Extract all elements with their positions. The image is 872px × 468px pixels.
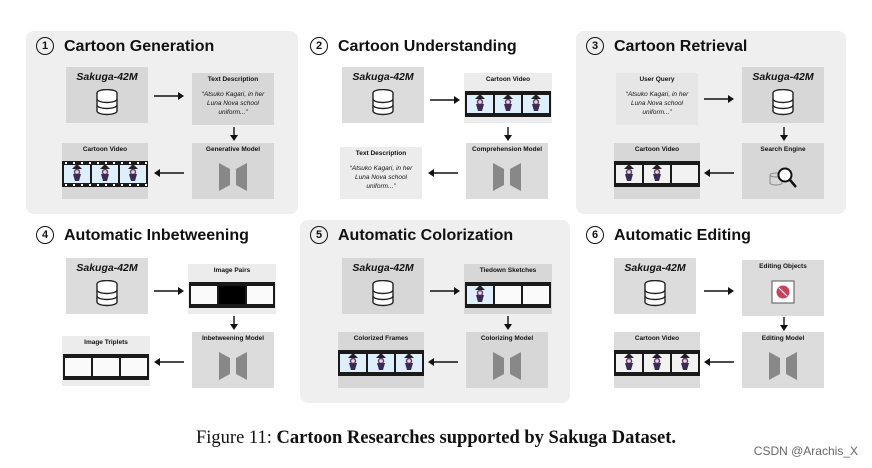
model-icon (219, 163, 247, 191)
image-triplets-box: Image Triplets (62, 336, 150, 386)
model-icon (493, 163, 521, 191)
arrow-down-icon (230, 127, 238, 141)
search-icon (769, 167, 797, 188)
editing-objects-box: Editing Objects (742, 260, 824, 316)
user-query-box: User Query “Atsuko Kagari, in her Luna N… (616, 73, 698, 125)
model-icon (769, 352, 797, 380)
cartoon-video-box: Cartoon Video (62, 143, 148, 199)
cartoon-video-box: Cartoon Video (464, 73, 552, 123)
dataset-box: Sakuga-42M (66, 258, 148, 314)
image-pairs-box: Image Pairs (188, 264, 276, 314)
cartoon-video-box: Cartoon Video (614, 143, 700, 199)
film-strip-icon (614, 350, 700, 376)
film-strip-icon (338, 350, 424, 376)
panel-number: 3 (586, 37, 604, 55)
generative-model-box: Generative Model (192, 143, 274, 199)
arrow-left-icon (154, 358, 184, 366)
arrow-down-icon (504, 316, 512, 330)
arrow-left-icon (704, 358, 734, 366)
database-icon (372, 280, 394, 307)
panel-number: 2 (310, 37, 328, 55)
database-icon (96, 280, 118, 307)
film-strip-icon (63, 354, 149, 380)
text-description-box: Text Description “Atsuko Kagari, in her … (340, 147, 422, 199)
panel-number: 4 (36, 226, 54, 244)
dataset-box: Sakuga-42M (742, 67, 824, 123)
arrow-right-icon (154, 92, 184, 100)
model-icon (219, 352, 247, 380)
arrow-right-icon (430, 287, 460, 295)
search-engine-box: Search Engine (742, 143, 824, 199)
arrow-right-icon (430, 96, 460, 104)
film-strip-icon (465, 282, 551, 308)
panel-number: 5 (310, 226, 328, 244)
inbetweening-model-box: Inbetweening Model (192, 332, 274, 388)
arrow-right-icon (704, 95, 734, 103)
film-strip-icon (465, 91, 551, 117)
film-strip-icon (614, 161, 700, 187)
database-icon (372, 89, 394, 116)
figure-caption: Figure 11: Cartoon Researches supported … (196, 428, 676, 448)
database-icon (772, 89, 794, 116)
dataset-box: Sakuga-42M (342, 258, 424, 314)
arrow-left-icon (428, 169, 458, 177)
arrow-down-icon (504, 127, 512, 141)
dataset-box: Sakuga-42M (614, 258, 696, 314)
colorized-frames-box: Colorized Frames (338, 332, 424, 388)
comprehension-model-box: Comprehension Model (466, 143, 548, 199)
database-icon (96, 89, 118, 116)
arrow-down-icon (780, 317, 788, 331)
arrow-down-icon (230, 316, 238, 330)
editing-model-box: Editing Model (742, 332, 824, 388)
arrow-left-icon (154, 169, 184, 177)
arrow-left-icon (704, 169, 734, 177)
colorizing-model-box: Colorizing Model (466, 332, 548, 388)
arrow-right-icon (154, 287, 184, 295)
tiedown-sketches-box: Tiedown Sketches (464, 264, 552, 314)
arrow-right-icon (704, 287, 734, 295)
dataset-box: Sakuga-42M (342, 67, 424, 123)
film-strip-icon (62, 161, 148, 187)
watermark: CSDN @Arachis_X (753, 444, 858, 458)
arrow-left-icon (428, 358, 458, 366)
panel-number: 6 (586, 226, 604, 244)
database-icon (644, 280, 666, 307)
dataset-box: Sakuga-42M (66, 67, 148, 123)
cartoon-video-box: Cartoon Video (614, 332, 700, 388)
panel-number: 1 (36, 37, 54, 55)
film-strip-icon (189, 282, 275, 308)
edit-object-icon (771, 280, 795, 304)
arrow-down-icon (780, 127, 788, 141)
text-description-box: Text Description “Atsuko Kagari, in her … (192, 73, 274, 125)
model-icon (493, 352, 521, 380)
